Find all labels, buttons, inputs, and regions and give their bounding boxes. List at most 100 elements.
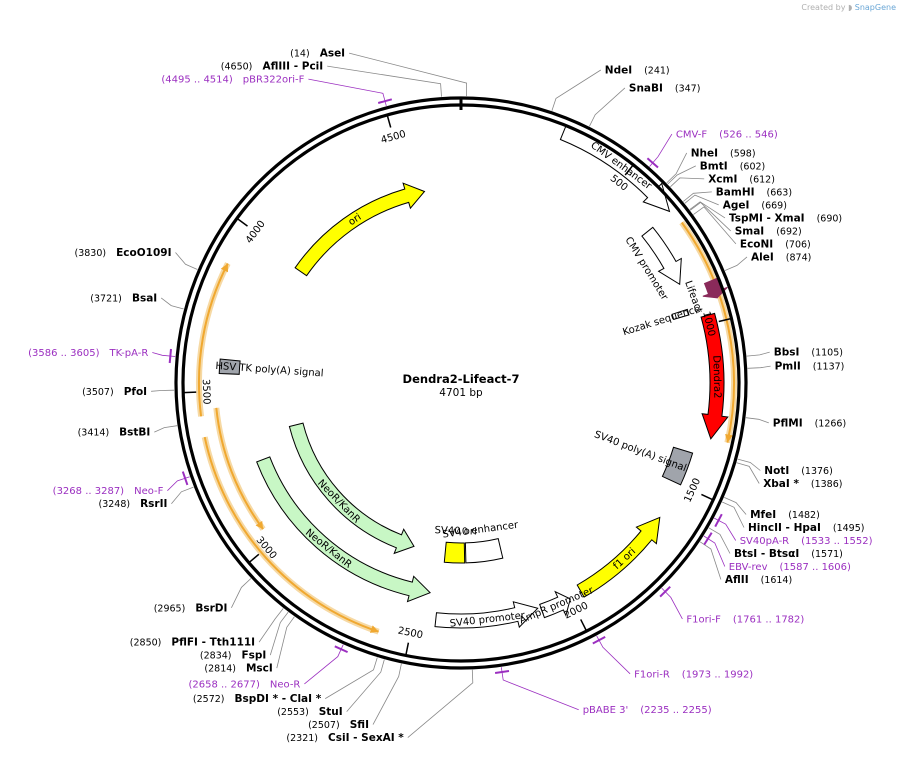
tick-label-4500: 4500 <box>380 129 407 146</box>
site-asei-0-name: AseI <box>320 48 345 60</box>
site-fspi-27-leader <box>269 611 289 656</box>
feature-sv40-ori-10 <box>443 541 466 564</box>
primer-pbabe-3-5-name: pBABE 3' <box>583 705 629 716</box>
feature-label-neor-kanr-11: NeoR/KanR <box>303 527 354 570</box>
primer-neo-r-6-name: Neo-R <box>270 679 301 690</box>
primer-sv40pa-r-1-name: SV40pA-R <box>740 536 789 547</box>
feature-sv40-enhancer-9 <box>464 537 504 564</box>
site-pfoi-32-name: PfoI <box>124 386 147 398</box>
plasmid-size: 4701 bp <box>439 387 483 399</box>
site-xcmi-6-name: XcmI <box>708 173 737 185</box>
site-csii-sexai-22-name: CsiI - SexAI * <box>328 732 404 744</box>
primer-layer: CMV-F(526 .. 546)SV40pA-R(1533 .. 1552)E… <box>28 75 873 717</box>
tick-mark-2000 <box>580 619 588 632</box>
feature-label-kozak-sequence-3: Kozak sequence <box>621 304 701 339</box>
feature-cmv-enhancer-0 <box>559 125 671 213</box>
site-afliii-pcii-1-leader <box>327 65 442 97</box>
site-smai-10-leader <box>689 201 731 232</box>
site-alei-12-leader <box>724 256 748 271</box>
primer-ebv-rev-2-pos: (1587 .. 1606) <box>780 562 852 573</box>
feature-neor-kanr-12 <box>288 422 415 555</box>
feature-f1-ori-6 <box>576 516 661 598</box>
site-xbai-17-pos: (1386) <box>811 479 843 490</box>
primer-f1ori-f-3-pos: (1761 .. 1782) <box>733 614 805 625</box>
site-bmti-5-leader <box>667 165 696 185</box>
tick-label-3500: 3500 <box>200 379 212 405</box>
site-ecoo109i-34-pos: (3830) <box>75 248 107 259</box>
site-stui-24-pos: (2553) <box>277 707 309 718</box>
site-ndei-2-name: NdeI <box>605 65 632 77</box>
site-aflii-21-name: AflII <box>725 574 749 586</box>
credit-prefix: Created by <box>801 3 846 12</box>
orf-arc-2 <box>198 263 229 417</box>
site-pflfi-tth111i-28-name: PflFI - Tth111I <box>171 637 255 649</box>
site-nhei-4-pos: (598) <box>730 148 756 159</box>
tick-mark-4000 <box>236 217 248 227</box>
primer-pbabe-3-5-leader <box>500 667 579 711</box>
site-bstbi-31-pos: (3414) <box>78 428 110 439</box>
site-bamhi-7-name: BamHI <box>716 186 755 198</box>
site-nhei-4-name: NheI <box>691 147 718 159</box>
site-noti-16-name: NotI <box>764 465 789 477</box>
site-btsi-bts-i-20-pos: (1571) <box>811 549 843 560</box>
site-hincii-hpai-19-name: HincII - HpaI <box>748 522 821 534</box>
site-nhei-4-leader <box>666 152 688 184</box>
site-xcmi-6-leader <box>670 177 705 188</box>
site-ecoo109i-34-leader <box>175 252 198 270</box>
site-snabi-3-name: SnaBI <box>629 82 663 94</box>
site-pflmi-15-leader <box>745 417 769 424</box>
site-bmti-5-pos: (602) <box>740 161 766 172</box>
primer-f1ori-r-4-pos: (1973 .. 1992) <box>682 669 754 680</box>
feature-label-dendra2-4: Dendra2 <box>710 355 722 398</box>
site-bsai-33-pos: (3721) <box>90 293 122 304</box>
site-pflmi-15-pos: (1266) <box>815 418 847 429</box>
site-pmli-14-pos: (1137) <box>813 362 845 373</box>
primer-neo-f-7-pos: (3268 .. 3287) <box>53 486 125 497</box>
primer-cmv-f-0-name: CMV-F <box>676 130 707 141</box>
feature-layer <box>218 125 729 629</box>
site-asei-0-leader <box>349 52 468 97</box>
site-hincii-hpai-19-leader <box>722 501 745 528</box>
feature-hsv-tk-poly-a-signal-13 <box>218 358 241 375</box>
site-btsi-bts-i-20-name: BtsI - BtsαI <box>734 548 799 560</box>
site-btsi-bts-i-20-leader <box>708 527 731 554</box>
site-stui-24-name: StuI <box>319 706 343 718</box>
site-alei-12-name: AleI <box>751 251 774 263</box>
primer-neo-r-6-leader <box>304 644 344 685</box>
orf-arrowhead-2 <box>220 263 228 273</box>
orf-arrowhead-3 <box>255 520 264 530</box>
primer-sv40pa-r-1-leader <box>714 517 737 541</box>
orf-arc-0 <box>680 221 735 443</box>
site-sfii-23-leader <box>372 663 402 725</box>
site-stui-24-leader <box>346 659 385 712</box>
site-bbsi-13-leader <box>746 351 770 357</box>
site-bsai-33-leader <box>160 297 184 310</box>
feature-dendra2-4 <box>700 312 729 440</box>
tick-label-4000: 4000 <box>244 219 268 246</box>
backbone-ring <box>174 96 748 670</box>
site-aflii-21-pos: (1614) <box>761 575 793 586</box>
primer-neo-f-7-name: Neo-F <box>134 486 164 497</box>
site-fspi-27-name: FspI <box>241 650 266 662</box>
primer-cmv-f-0-leader <box>649 133 673 167</box>
site-bspdi-clai-25-leader <box>324 657 378 699</box>
site-bstbi-31-name: BstBI <box>119 427 150 439</box>
feature-ampr-promoter-7 <box>539 590 571 619</box>
credit-brand: SnapGene <box>854 3 896 12</box>
site-bbsi-13-name: BbsI <box>774 347 800 359</box>
site-msci-26-leader <box>276 616 295 669</box>
site-ecoo109i-34-name: EcoO109I <box>116 247 171 259</box>
site-pfoi-32-pos: (3507) <box>82 387 114 398</box>
site-pmli-14-leader <box>747 365 771 369</box>
primer-pbr322ori-f-9-pos: (4495 .. 4514) <box>161 75 233 86</box>
site-csii-sexai-22-leader <box>407 669 474 738</box>
primer-f1ori-f-3-leader <box>661 587 683 620</box>
feature-neor-kanr-11 <box>256 456 431 603</box>
site-econi-11-leader <box>693 206 737 245</box>
feature-label-hsv-tk-poly-a-signal-13: HSV TK poly(A) signal <box>215 361 324 380</box>
site-sfii-23-name: SfiI <box>350 719 369 731</box>
site-xbai-17-leader <box>736 462 760 484</box>
feature-cmv-promoter-1 <box>641 226 682 286</box>
site-bsrdi-29-leader <box>231 578 252 608</box>
site-pfoi-32-leader <box>151 389 175 392</box>
